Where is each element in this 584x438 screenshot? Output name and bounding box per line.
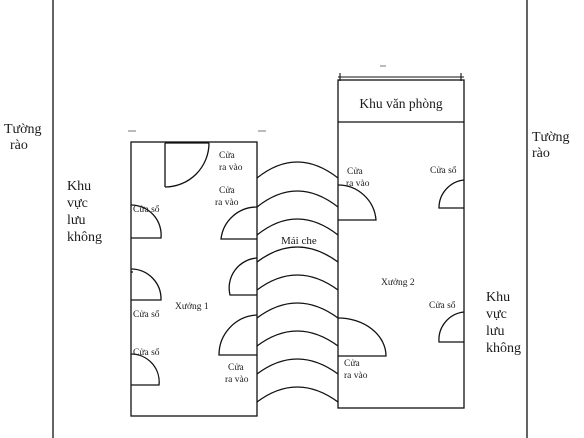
workshop-2-label: Xưởng 2: [381, 278, 415, 288]
w2-window-label-2: Cửa sổ: [429, 300, 456, 311]
workshop-1-door-bottom: [218, 314, 258, 356]
w2-door-top-label-2: ra vào: [346, 179, 370, 189]
workshop-1-door-right: [228, 257, 258, 296]
w2-door-bot-label-2: ra vào: [344, 371, 368, 381]
w1-door-top-label-2: ra vào: [219, 163, 243, 173]
roof-label: Mái che: [281, 235, 317, 247]
workshop-2-door-bottom: [337, 317, 387, 357]
workshop-2-window-1: [438, 179, 465, 209]
roof-arcs: [256, 161, 339, 403]
w1-window-label-2: Cửa sổ: [133, 309, 160, 320]
w1-door-mid-label-1: Cửa: [219, 186, 235, 196]
air-zone-right-line-3: lưu: [486, 324, 504, 339]
roof-arc: [256, 358, 339, 375]
w2-door-top-label-1: Cửa: [347, 167, 363, 177]
w2-door-bot-label-1: Cửa: [344, 359, 360, 369]
workshop-1-outline: [130, 141, 258, 417]
fence-label-left-line-2: rào: [10, 138, 28, 153]
workshop-1-window-2: [130, 268, 162, 301]
w2-window-label-1: Cửa sổ: [430, 165, 457, 176]
fence-label-left-line-1: Tường: [4, 122, 42, 137]
w1-door-top-label-1: Cửa: [219, 151, 235, 161]
roof-arc: [256, 386, 339, 403]
w1-window-label-3: Cửa sổ: [133, 347, 160, 358]
w1-door-mid-label-2: ra vào: [215, 198, 239, 208]
workshop-1-window-3: [130, 353, 160, 386]
fence-label-right-line-1: Tường: [532, 130, 570, 145]
fence-label-right-line-2: rào: [532, 146, 550, 161]
roof-arc: [256, 218, 339, 236]
air-zone-left-line-3: lưu: [67, 213, 85, 228]
workshop-2-outline: [337, 79, 465, 409]
door-swing: [164, 142, 210, 188]
air-zone-left-line-4: không: [67, 230, 102, 245]
office-label: Khu văn phòng: [359, 96, 442, 111]
workshop-2-window-2: [438, 311, 465, 343]
workshop-2-door-top: [337, 184, 377, 221]
workshop-1-window-1: [130, 204, 162, 239]
roof-arc: [256, 161, 339, 179]
roof-arc: [256, 330, 339, 347]
air-zone-right-line-1: Khu: [486, 290, 510, 305]
w1-door-bot-label-2: ra vào: [225, 375, 249, 385]
roof-arc: [256, 302, 339, 319]
roof-arc: [256, 190, 339, 208]
air-zone-right-line-4: không: [486, 341, 521, 356]
air-zone-left-line-2: vực: [67, 196, 88, 211]
air-zone-left-line-1: Khu: [67, 179, 91, 194]
workshop-1-door-top: [164, 142, 210, 188]
workshop-1-label: Xưởng 1: [175, 302, 209, 312]
roof-arc: [256, 246, 339, 263]
w1-window-label-1: Cửa sổ: [133, 204, 160, 215]
roof-arc: [256, 274, 339, 291]
w1-door-bot-label-1: Cửa: [228, 363, 244, 373]
air-zone-right-line-2: vực: [486, 307, 507, 322]
workshop-1-door-mid: [220, 206, 258, 240]
